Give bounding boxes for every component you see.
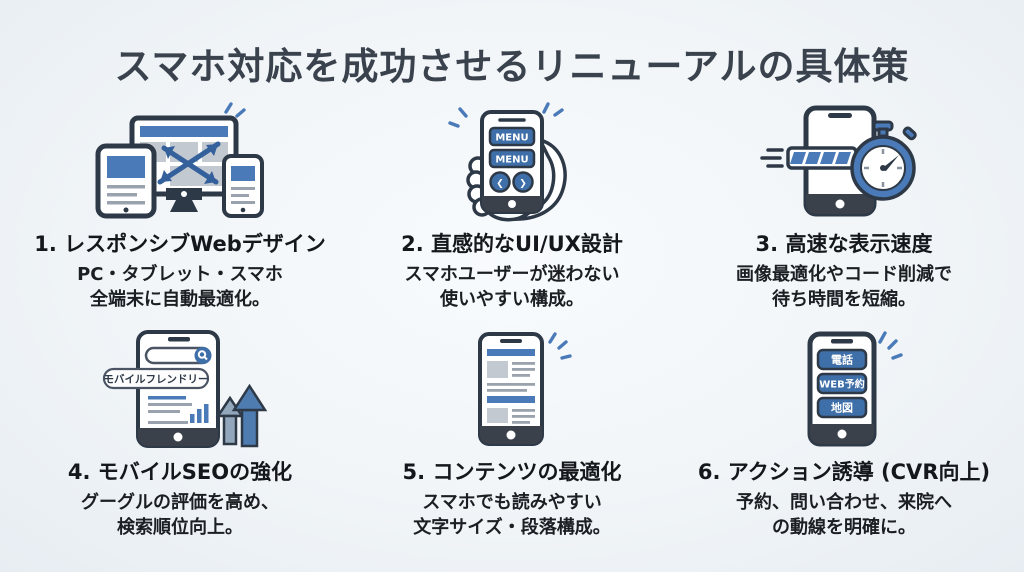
mobile-seo-illustration: モバイルフレンドリー — [102, 330, 268, 448]
responsive-devices-illustration — [95, 102, 264, 219]
desc-line-1: スマホユーザーが迷わない — [404, 264, 620, 285]
speed-phone-illustration — [760, 105, 917, 217]
monitor-header-bar — [140, 126, 228, 137]
phone-speaker — [168, 337, 190, 342]
feature-heading: 3. 高速な表示速度 — [755, 232, 933, 256]
home-button — [508, 200, 516, 208]
menu-button-label: MENU — [495, 133, 528, 144]
desc-line-1: 画像最適化やコード削減で — [736, 264, 952, 285]
page-title: スマホ対応を成功させるリニューアルの具体策 — [114, 45, 910, 88]
map-button-label: 地図 — [831, 401, 853, 415]
feature-card-responsive: 1. レスポンシブWebデザイン PC・タブレット・スマホ 全端末に自動最適化。 — [14, 100, 346, 328]
sparkle-icon — [878, 331, 903, 360]
phone-speaker — [828, 113, 852, 118]
feature-description: グーグルの評価を高め、 検索順位向上。 — [81, 490, 279, 540]
article-section — [487, 396, 535, 424]
ranking-up-arrow-large — [231, 383, 268, 448]
content-optimization-icon — [422, 328, 602, 450]
content-phone-illustration — [478, 332, 572, 446]
feature-heading: 6. アクション誘導 (CVR向上) — [697, 460, 991, 484]
desc-line-1: スマホでも読みやすい — [422, 492, 602, 513]
loading-bar-segments — [790, 152, 851, 164]
desc-line-1: 予約、問い合わせ、来院へ — [736, 492, 952, 513]
home-button — [173, 432, 183, 442]
mobile-friendly-badge-label: モバイルフレンドリー — [104, 374, 209, 386]
tablet-icon — [95, 143, 157, 219]
sparkle-icon — [548, 332, 572, 360]
desc-line-2: 使いやすい構成。 — [439, 289, 584, 311]
desc-line-1: PC・タブレット・スマホ — [77, 264, 283, 285]
monitor-stand — [170, 200, 198, 212]
feature-heading: 2. 直感的なUI/UX設計 — [401, 232, 623, 256]
ranking-up-arrow-small — [215, 395, 245, 446]
hand-palm — [513, 137, 567, 222]
sparkle-icon — [448, 102, 564, 128]
feature-description: 画像最適化やコード削減で 待ち時間を短縮。 — [736, 262, 952, 312]
phone-icon — [222, 154, 264, 218]
phone-speaker — [500, 339, 522, 343]
feature-card-speed: 3. 高速な表示速度 画像最適化やコード削減で 待ち時間を短縮。 — [678, 100, 1010, 328]
home-button — [837, 429, 847, 439]
next-button[interactable] — [512, 171, 534, 193]
map-button[interactable] — [816, 396, 868, 419]
prev-chevron-icon: ❮ — [496, 179, 504, 189]
speed-lines-icon — [760, 148, 784, 168]
feature-card-uiux: MENU MENU ❮ ❯ 2. 直感的なUI/UX設計 スマホユーザーが迷わな… — [346, 100, 678, 328]
menu-button[interactable] — [488, 148, 536, 169]
intuitive-uiux-icon: MENU MENU ❮ ❯ — [422, 100, 602, 222]
cta-phone-illustration: 電話 WEB予約 地図 — [807, 331, 903, 447]
desc-line-2: 文字サイズ・段落構成。 — [413, 517, 611, 539]
monitor-dot — [181, 191, 187, 197]
resize-arrows-icon — [157, 141, 221, 185]
desc-line-1: グーグルの評価を高め、 — [81, 492, 279, 513]
menu-button-label: MENU — [495, 155, 528, 166]
search-icon — [197, 350, 208, 361]
feature-description: PC・タブレット・スマホ 全端末に自動最適化。 — [77, 262, 283, 312]
sparkle-icon — [224, 102, 246, 118]
prev-button[interactable] — [489, 171, 511, 193]
home-button — [835, 199, 845, 209]
feature-heading: 4. モバイルSEOの強化 — [67, 460, 293, 484]
cta-guidance-icon: 電話 WEB予約 地図 — [754, 328, 934, 450]
phone-speaker — [831, 339, 853, 344]
stopwatch-icon — [850, 120, 917, 201]
bar-chart-icon — [190, 404, 209, 423]
menu-button[interactable] — [488, 126, 536, 147]
desc-line-2: 待ち時間を短縮。 — [772, 289, 916, 311]
desc-line-2: の動線を明確に。 — [772, 517, 916, 539]
desc-line-2: 検索順位向上。 — [117, 517, 243, 539]
feature-description: 予約、問い合わせ、来院へ の動線を明確に。 — [736, 490, 952, 540]
home-button — [506, 430, 516, 440]
feature-card-cta: 電話 WEB予約 地図 6. アクション誘導 (CVR向上) 予約、問い合わせ、… — [678, 328, 1010, 556]
web-reserve-button[interactable] — [816, 372, 868, 395]
phone-call-button-label: 電話 — [831, 353, 853, 367]
web-reserve-button-label: WEB予約 — [819, 378, 864, 391]
feature-description: スマホでも読みやすい 文字サイズ・段落構成。 — [413, 490, 610, 540]
result-lines — [148, 396, 192, 424]
feature-card-seo: モバイルフレンドリー — [14, 328, 346, 556]
hand-holding-phone-illustration: MENU MENU ❮ ❯ — [448, 102, 567, 222]
article-section — [487, 349, 535, 392]
feature-grid: 1. レスポンシブWebデザイン PC・タブレット・スマホ 全端末に自動最適化。 — [14, 100, 1010, 556]
phone-call-button[interactable] — [816, 348, 868, 371]
responsive-web-design-icon — [90, 100, 270, 222]
search-button[interactable] — [194, 347, 212, 364]
mobile-seo-icon: モバイルフレンドリー — [90, 328, 270, 450]
hand-thumb — [486, 210, 528, 222]
feature-heading: 1. レスポンシブWebデザイン — [34, 232, 326, 256]
search-bar[interactable] — [144, 346, 212, 365]
feature-heading: 5. コンテンツの最適化 — [402, 460, 622, 484]
next-chevron-icon: ❯ — [519, 179, 527, 189]
fast-loading-icon — [754, 100, 934, 222]
feature-card-content: 5. コンテンツの最適化 スマホでも読みやすい 文字サイズ・段落構成。 — [346, 328, 678, 556]
desc-line-2: 全端末に自動最適化。 — [90, 289, 270, 311]
feature-description: スマホユーザーが迷わない 使いやすい構成。 — [404, 262, 619, 312]
mobile-friendly-badge — [102, 367, 210, 390]
